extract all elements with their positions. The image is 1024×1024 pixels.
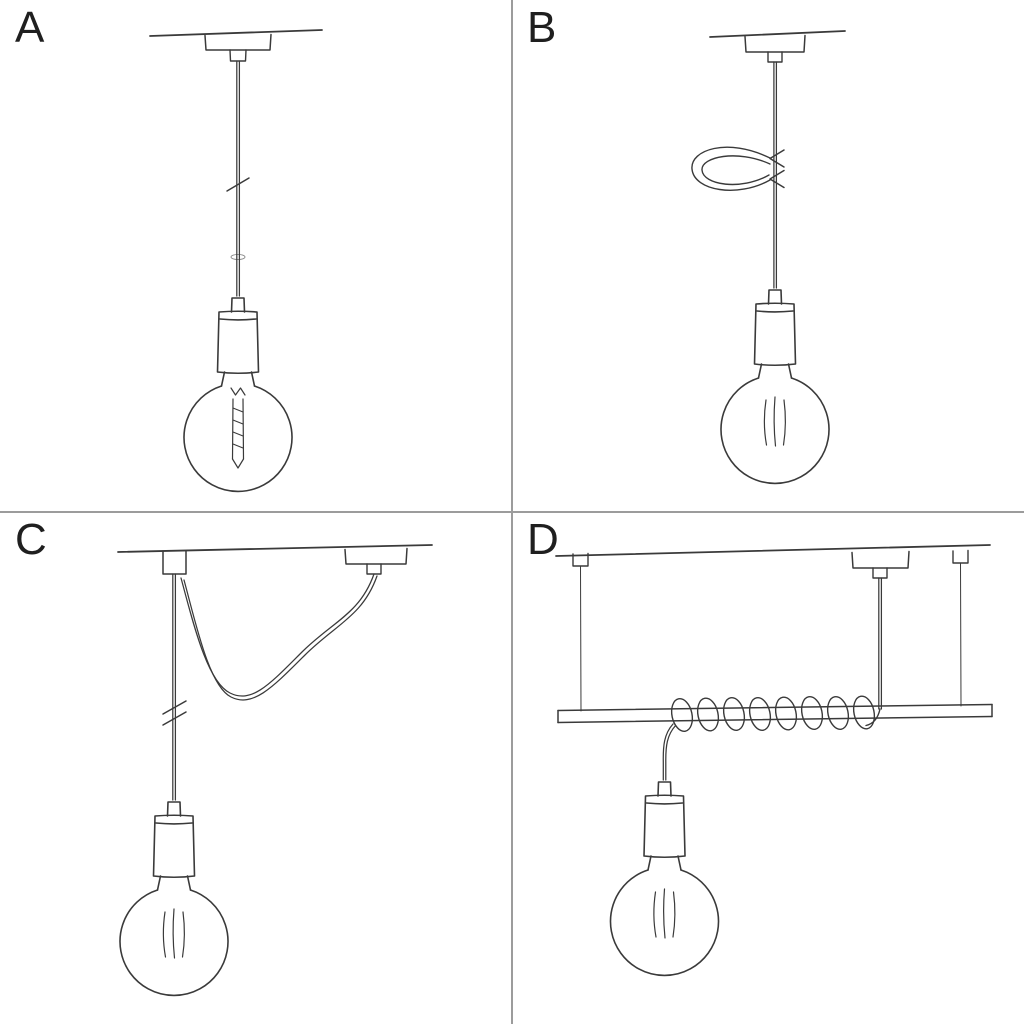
ceiling-d (555, 544, 991, 579)
drop-cable-c (162, 573, 187, 801)
cable-length-mark-c2 (162, 711, 187, 726)
ceiling-hook-c (162, 550, 187, 575)
cable-length-mark-a (226, 177, 250, 192)
drop-cable-d (662, 723, 677, 781)
panel-label-d: D (527, 515, 560, 564)
pendant-illustration-b (691, 30, 846, 485)
pendant-illustration-d (555, 544, 993, 977)
cable-loop-b (691, 146, 771, 191)
pendant-illustration-a (149, 29, 323, 493)
panel-a: A (0, 0, 512, 512)
socket-and-bulb-b (720, 289, 830, 485)
socket-and-bulb-c (119, 801, 229, 997)
pendant-illustration-c (117, 544, 433, 997)
wire-mount-right-d (952, 549, 969, 564)
cable-coil-d (670, 695, 881, 732)
cable-length-mark-c (162, 700, 187, 715)
cable-knot-a (230, 253, 246, 261)
panel-b: B (512, 0, 1024, 512)
hanging-bar-d (557, 703, 993, 724)
panel-d: D (512, 512, 1024, 1024)
ceiling-b (709, 30, 846, 63)
canopy-cable-d (878, 577, 883, 710)
suspension-wires-d (580, 562, 962, 712)
cable-a (226, 60, 250, 297)
socket-and-bulb-a (183, 297, 293, 493)
grid-divider-horizontal (0, 511, 1024, 513)
socket-and-bulb-d (609, 781, 720, 977)
panel-label-b: B (527, 3, 558, 52)
panel-label-a: A (15, 3, 46, 52)
swag-cable-c (180, 573, 378, 701)
ceiling-a (149, 29, 323, 62)
ceiling-c (117, 544, 433, 575)
panel-label-c: C (15, 515, 48, 564)
panel-c: C (0, 512, 512, 1024)
